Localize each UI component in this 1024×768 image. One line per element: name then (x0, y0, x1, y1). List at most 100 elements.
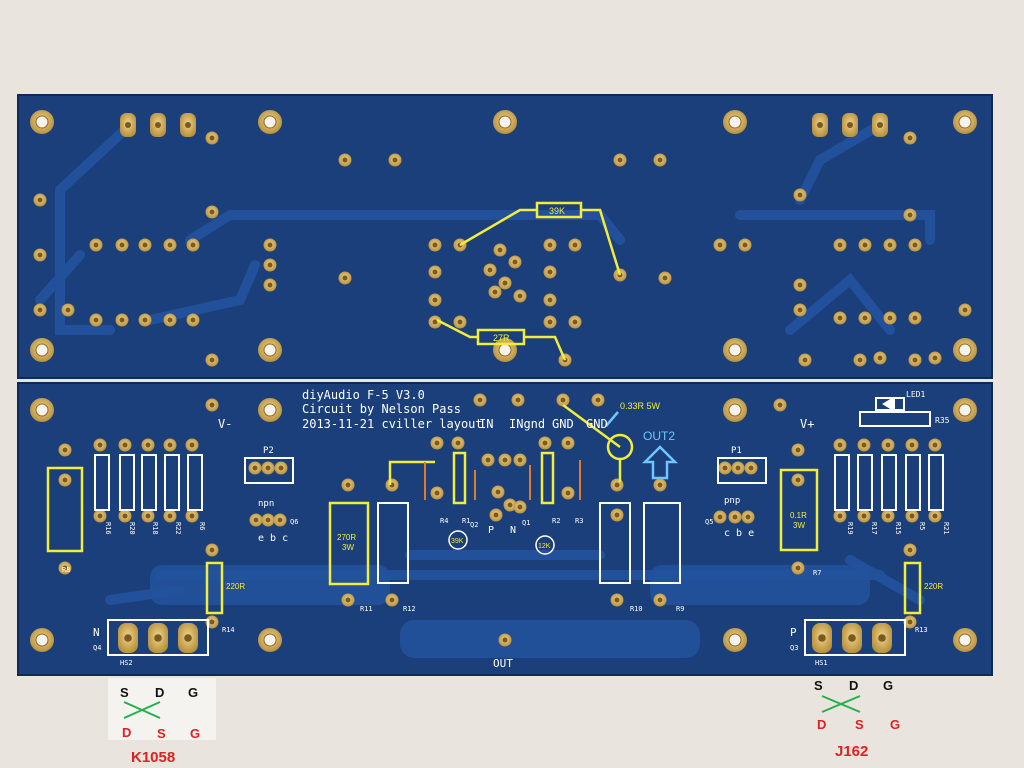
p-label: P (488, 525, 494, 536)
resistor-ref-label: R16 (104, 522, 112, 535)
resistor-ref-label: R18 (151, 522, 159, 535)
solder-pad (741, 510, 755, 524)
solder-pad (738, 238, 752, 252)
solder-pad (561, 486, 575, 500)
p1-label: P1 (731, 446, 742, 456)
left-swap-line-2 (123, 701, 161, 719)
solder-pad (543, 293, 557, 307)
left-part-label: K1058 (131, 749, 175, 766)
solder-pad (118, 623, 138, 653)
solder-pad (205, 353, 219, 367)
solder-pad (385, 593, 399, 607)
solder-pad (178, 623, 198, 653)
resistor-ref-label: R21 (942, 522, 950, 535)
solder-pad (118, 438, 132, 452)
solder-pad (141, 509, 155, 523)
solder-pad (873, 351, 887, 365)
npn-pins: e b c (258, 533, 288, 544)
right-top-g: G (883, 678, 893, 693)
solder-pad (473, 393, 487, 407)
mosfet-outlines (107, 619, 906, 656)
solder-pad (613, 153, 627, 167)
r13-label: R13 (915, 626, 928, 634)
solder-pad (508, 255, 522, 269)
mounting-hole (953, 338, 977, 362)
solder-pad (205, 205, 219, 219)
solder-pad (833, 509, 847, 523)
left-top-g: G (188, 685, 198, 700)
solder-pad (610, 478, 624, 492)
r3-label: R3 (575, 517, 583, 525)
solder-pad (263, 278, 277, 292)
r35-label: R35 (935, 416, 950, 425)
solder-pad (89, 238, 103, 252)
right-top-d: D (849, 678, 858, 693)
solder-pad (118, 509, 132, 523)
solder-pad (928, 438, 942, 452)
solder-pad (498, 276, 512, 290)
q3-label: Q3 (790, 644, 798, 652)
solder-pad (857, 509, 871, 523)
circle-12k-label: 12K (538, 543, 551, 550)
solder-pad (883, 311, 897, 325)
solder-pad (538, 436, 552, 450)
resistor-ref-label: R17 (870, 522, 878, 535)
annotations (46, 201, 922, 615)
solder-pad (61, 303, 75, 317)
solder-pad (928, 351, 942, 365)
solder-pad (908, 238, 922, 252)
solder-pad (163, 238, 177, 252)
solder-pad (903, 615, 917, 629)
p-fet-label: P (790, 626, 797, 639)
solder-pad (453, 315, 467, 329)
solder-pad (430, 436, 444, 450)
r2-label: R2 (552, 517, 560, 525)
mounting-hole (30, 110, 54, 134)
solder-pad (793, 303, 807, 317)
solder-pad (491, 485, 505, 499)
solder-pad (148, 623, 168, 653)
solder-pad (483, 263, 497, 277)
q4-label: Q4 (93, 644, 101, 652)
solder-pad (543, 315, 557, 329)
r14-value: 220R (226, 582, 245, 591)
solder-pad (744, 461, 758, 475)
right-bottom-d: D (817, 717, 826, 732)
solder-pad (138, 313, 152, 327)
solder-pad (263, 238, 277, 252)
solder-pad (812, 113, 828, 137)
solder-pad (120, 113, 136, 137)
led-label: LED1 (906, 390, 925, 399)
n-fet-label: N (93, 626, 100, 639)
left-bottom-d: D (122, 725, 131, 740)
solder-pad (428, 315, 442, 329)
solder-pad (33, 303, 47, 317)
solder-pad (488, 285, 502, 299)
solder-pad (263, 258, 277, 272)
rail-vminus-label: V- (218, 417, 232, 431)
r9-label: R9 (676, 605, 684, 613)
pinout-left: S D G D S G K1058 (120, 685, 200, 766)
r7-label: R7 (813, 569, 821, 577)
solder-pad (430, 486, 444, 500)
solder-pad (791, 473, 805, 487)
solder-pad (503, 498, 517, 512)
mounting-hole (258, 628, 282, 652)
solder-pad (793, 278, 807, 292)
solder-pad (568, 238, 582, 252)
solder-pad (138, 238, 152, 252)
title-line-3: 2013-11-21 cviller layout (302, 417, 483, 431)
solder-pad (903, 208, 917, 222)
solder-pad (928, 509, 942, 523)
mounting-hole (953, 628, 977, 652)
circle-39k-label: 39K (451, 538, 464, 545)
mounting-holes (30, 110, 977, 652)
connector-gnd2-label: GND (586, 417, 608, 431)
mounting-hole (30, 338, 54, 362)
r8-label: R8 (62, 566, 70, 574)
solder-pad (205, 131, 219, 145)
solder-pad (511, 393, 525, 407)
resistor-ref-label: R19 (846, 522, 854, 535)
solder-pad (341, 593, 355, 607)
solder-pad (833, 438, 847, 452)
